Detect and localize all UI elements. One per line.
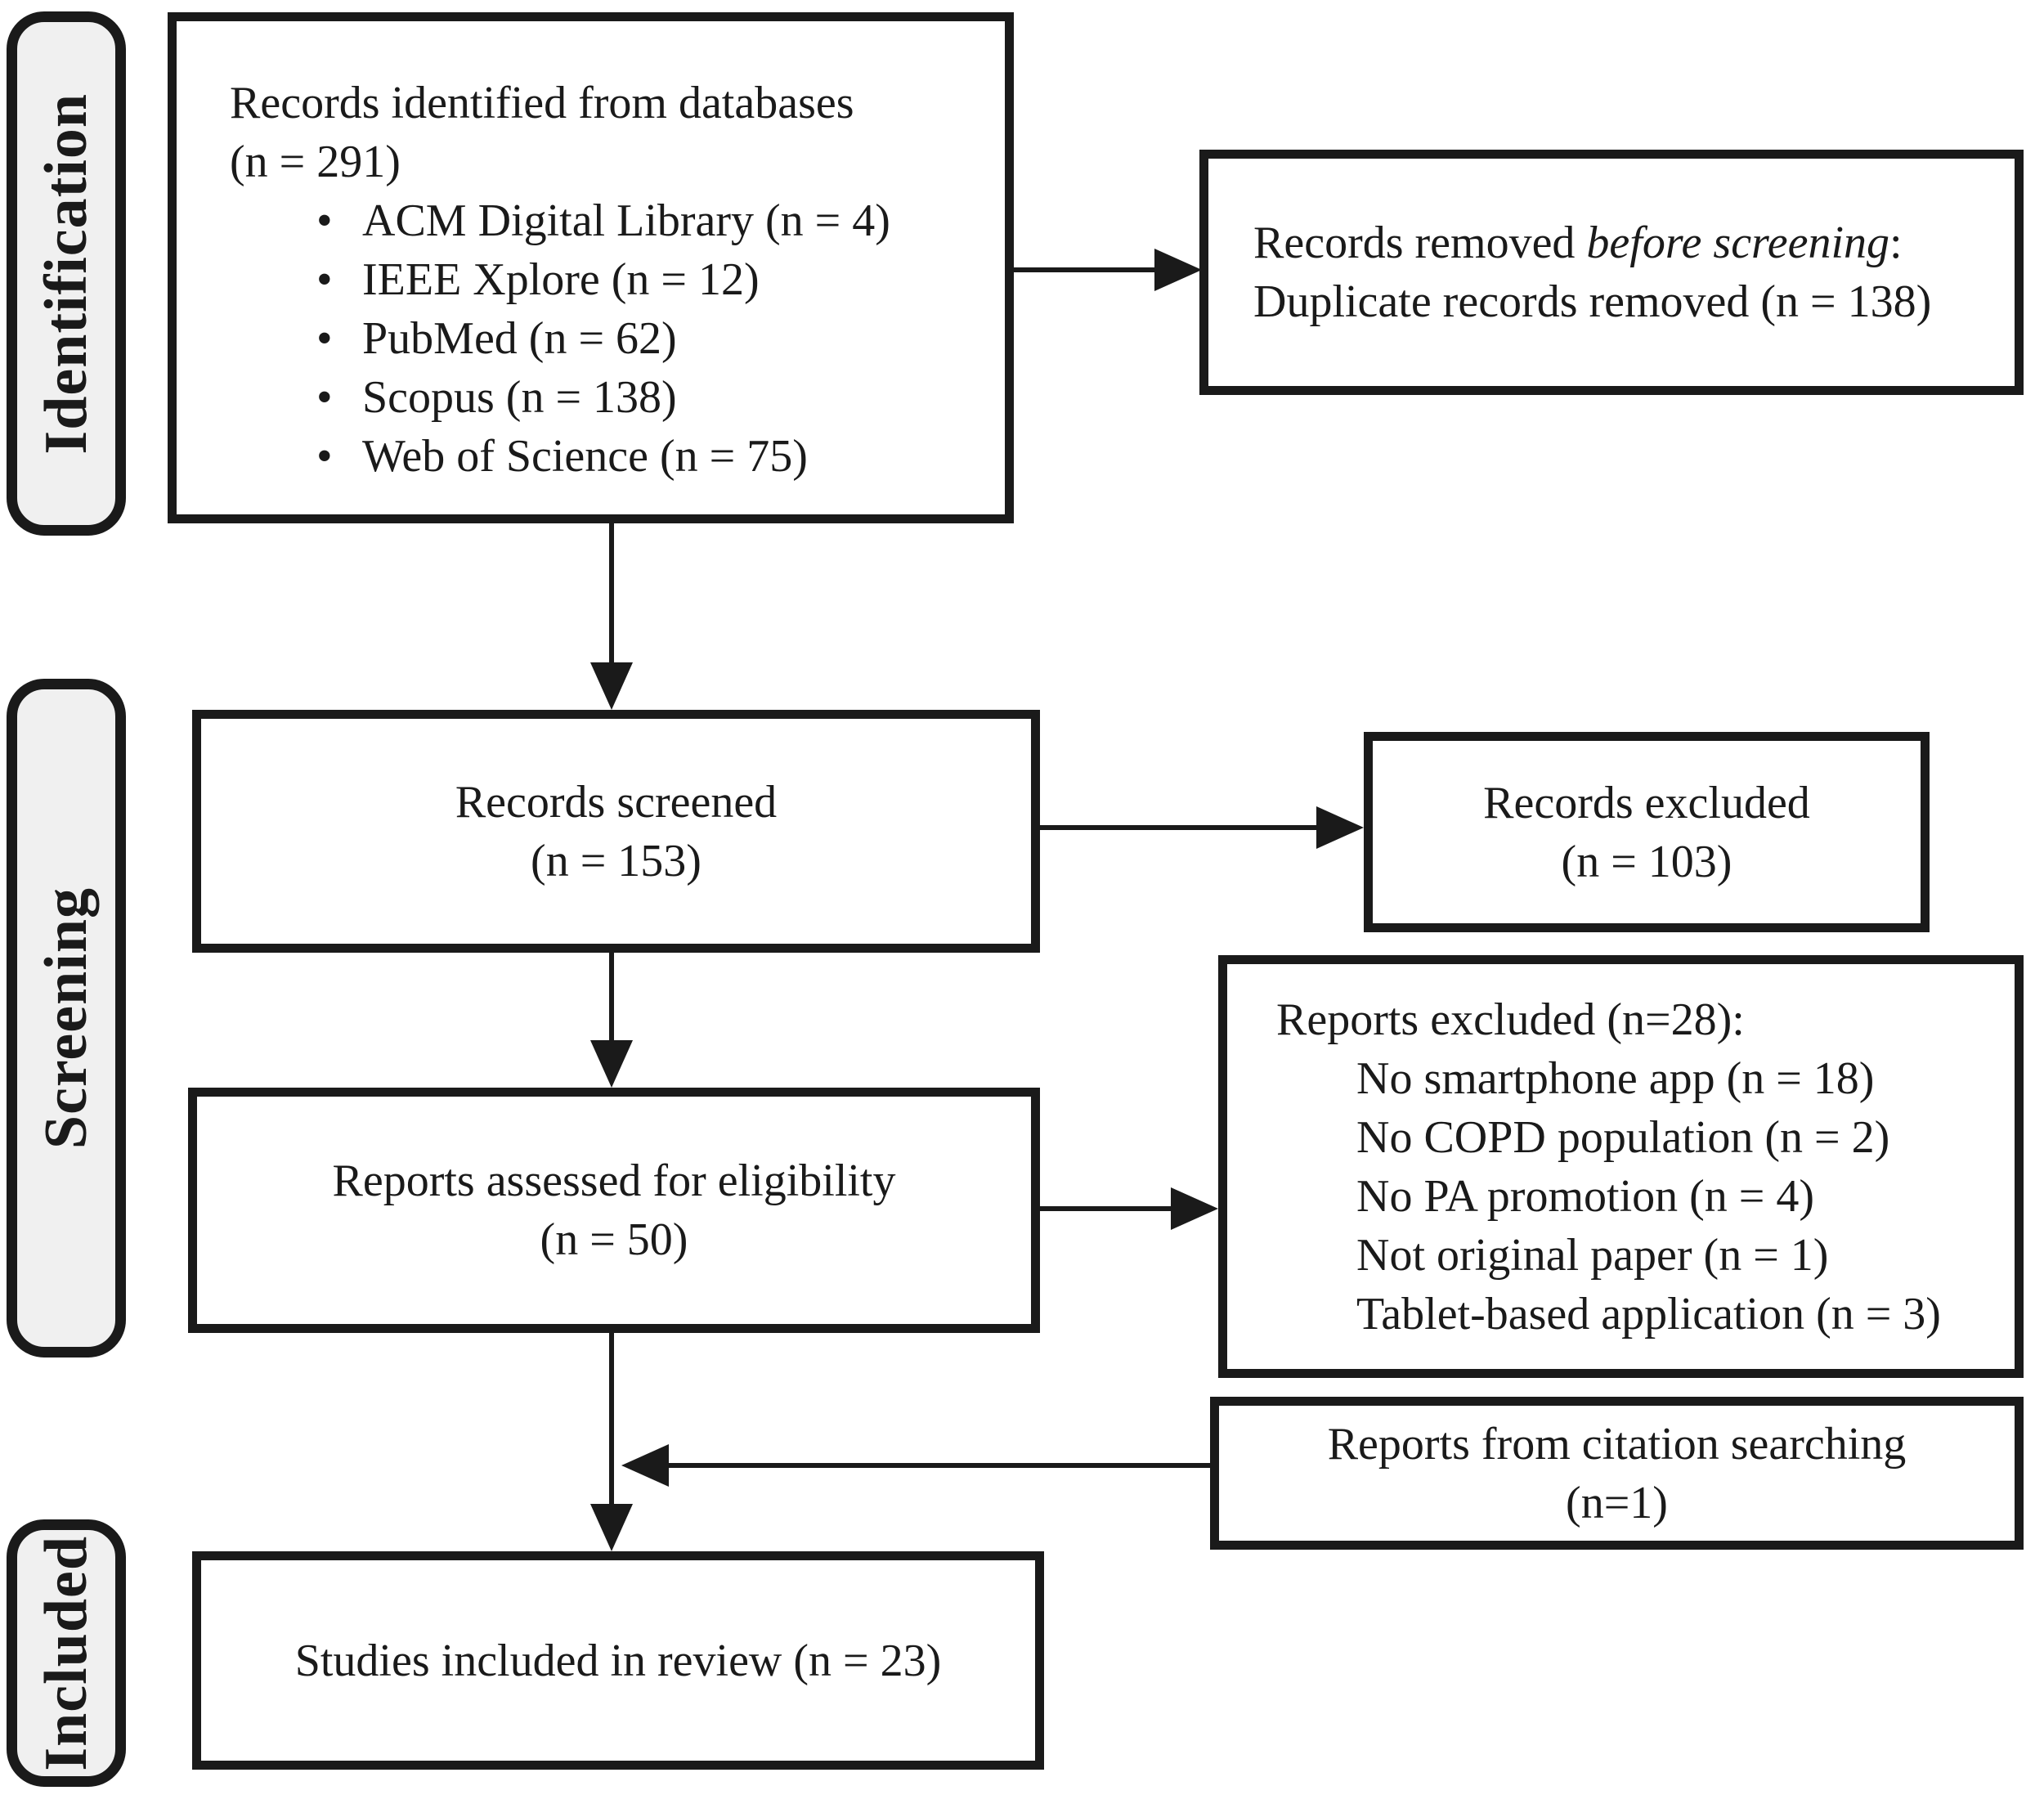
records-removed-line1-suffix: :	[1889, 218, 1903, 268]
reports-excluded-title: Reports excluded (n=28):	[1276, 994, 1745, 1045]
arrow-assessed-to-reports-excluded-line	[1040, 1206, 1175, 1211]
citation-searching-box: Reports from citation searching (n=1)	[1210, 1397, 2024, 1550]
arrow-screened-to-excluded-head	[1316, 806, 1364, 849]
records-identified-count: (n = 291)	[230, 137, 401, 187]
records-identified-box: Records identified from databases (n = 2…	[168, 12, 1014, 523]
exclusion-reason-item: Tablet-based application (n = 3)	[1356, 1289, 1941, 1340]
records-removed-line1-prefix: Records removed	[1253, 218, 1587, 268]
citation-searching-count: (n=1)	[1566, 1477, 1668, 1528]
database-list: ACM Digital Library (n = 4) IEEE Xplore …	[230, 191, 972, 486]
stage-label-screening-text: Screening	[32, 886, 100, 1150]
reports-assessed-box: Reports assessed for eligibility (n = 50…	[188, 1088, 1040, 1333]
stage-label-included-text: Included	[32, 1535, 100, 1771]
records-screened-box: Records screened (n = 153)	[192, 710, 1040, 953]
records-excluded-box: Records excluded (n = 103)	[1364, 732, 1930, 932]
records-screened-count: (n = 153)	[531, 835, 702, 886]
arrow-citation-to-flow-line	[664, 1463, 1210, 1468]
arrow-identified-to-removed-head	[1154, 249, 1202, 291]
studies-included-title: Studies included in review (n = 23)	[294, 1635, 942, 1686]
arrow-assessed-to-reports-excluded-head	[1171, 1187, 1218, 1230]
exclusion-reason-item: No smartphone app (n = 18)	[1356, 1053, 1875, 1104]
arrow-screened-to-assessed-line	[609, 953, 614, 1044]
stage-label-included: Included	[7, 1519, 126, 1787]
stage-label-identification: Identification	[7, 11, 126, 536]
database-item: Web of Science (n = 75)	[302, 427, 972, 486]
records-identified-title: Records identified from databases	[230, 78, 854, 128]
database-item: Scopus (n = 138)	[302, 368, 972, 427]
arrow-screened-to-excluded-line	[1040, 825, 1320, 830]
records-removed-line2: Duplicate records removed (n = 138)	[1253, 276, 1932, 327]
reports-excluded-box: Reports excluded (n=28): No smartphone a…	[1218, 955, 2024, 1378]
exclusion-reason-item: Not original paper (n = 1)	[1356, 1230, 1829, 1281]
database-item: PubMed (n = 62)	[302, 309, 972, 368]
studies-included-box: Studies included in review (n = 23)	[192, 1551, 1044, 1770]
reports-assessed-title: Reports assessed for eligibility	[332, 1156, 896, 1206]
records-removed-box: Records removed before screening: Duplic…	[1199, 150, 2024, 395]
database-item: ACM Digital Library (n = 4)	[302, 191, 972, 250]
exclusion-reason-item: No PA promotion (n = 4)	[1356, 1171, 1814, 1222]
exclusion-reason-item: No COPD population (n = 2)	[1356, 1112, 1890, 1163]
reports-assessed-count: (n = 50)	[540, 1214, 688, 1265]
database-item: IEEE Xplore (n = 12)	[302, 250, 972, 309]
stage-label-identification-text: Identification	[32, 92, 100, 455]
records-excluded-title: Records excluded	[1483, 777, 1810, 828]
arrow-screened-to-assessed-head	[590, 1040, 633, 1088]
arrow-assessed-to-included-head	[590, 1504, 633, 1551]
records-screened-title: Records screened	[455, 776, 778, 828]
citation-searching-title: Reports from citation searching	[1327, 1418, 1907, 1470]
records-excluded-count: (n = 103)	[1561, 836, 1732, 887]
records-removed-line1-italic: before screening	[1586, 218, 1890, 268]
arrow-identified-to-screened-head	[590, 662, 633, 710]
arrow-citation-to-flow-head	[621, 1444, 669, 1487]
records-removed-line1: Records removed before screening:	[1253, 213, 2015, 272]
arrow-assessed-to-included-line	[609, 1333, 614, 1508]
stage-label-screening: Screening	[7, 679, 126, 1357]
exclusion-reason-list: No smartphone app (n = 18) No COPD popul…	[1276, 1049, 1990, 1344]
arrow-identified-to-screened-line	[609, 523, 614, 666]
arrow-identified-to-removed-line	[1014, 267, 1159, 272]
